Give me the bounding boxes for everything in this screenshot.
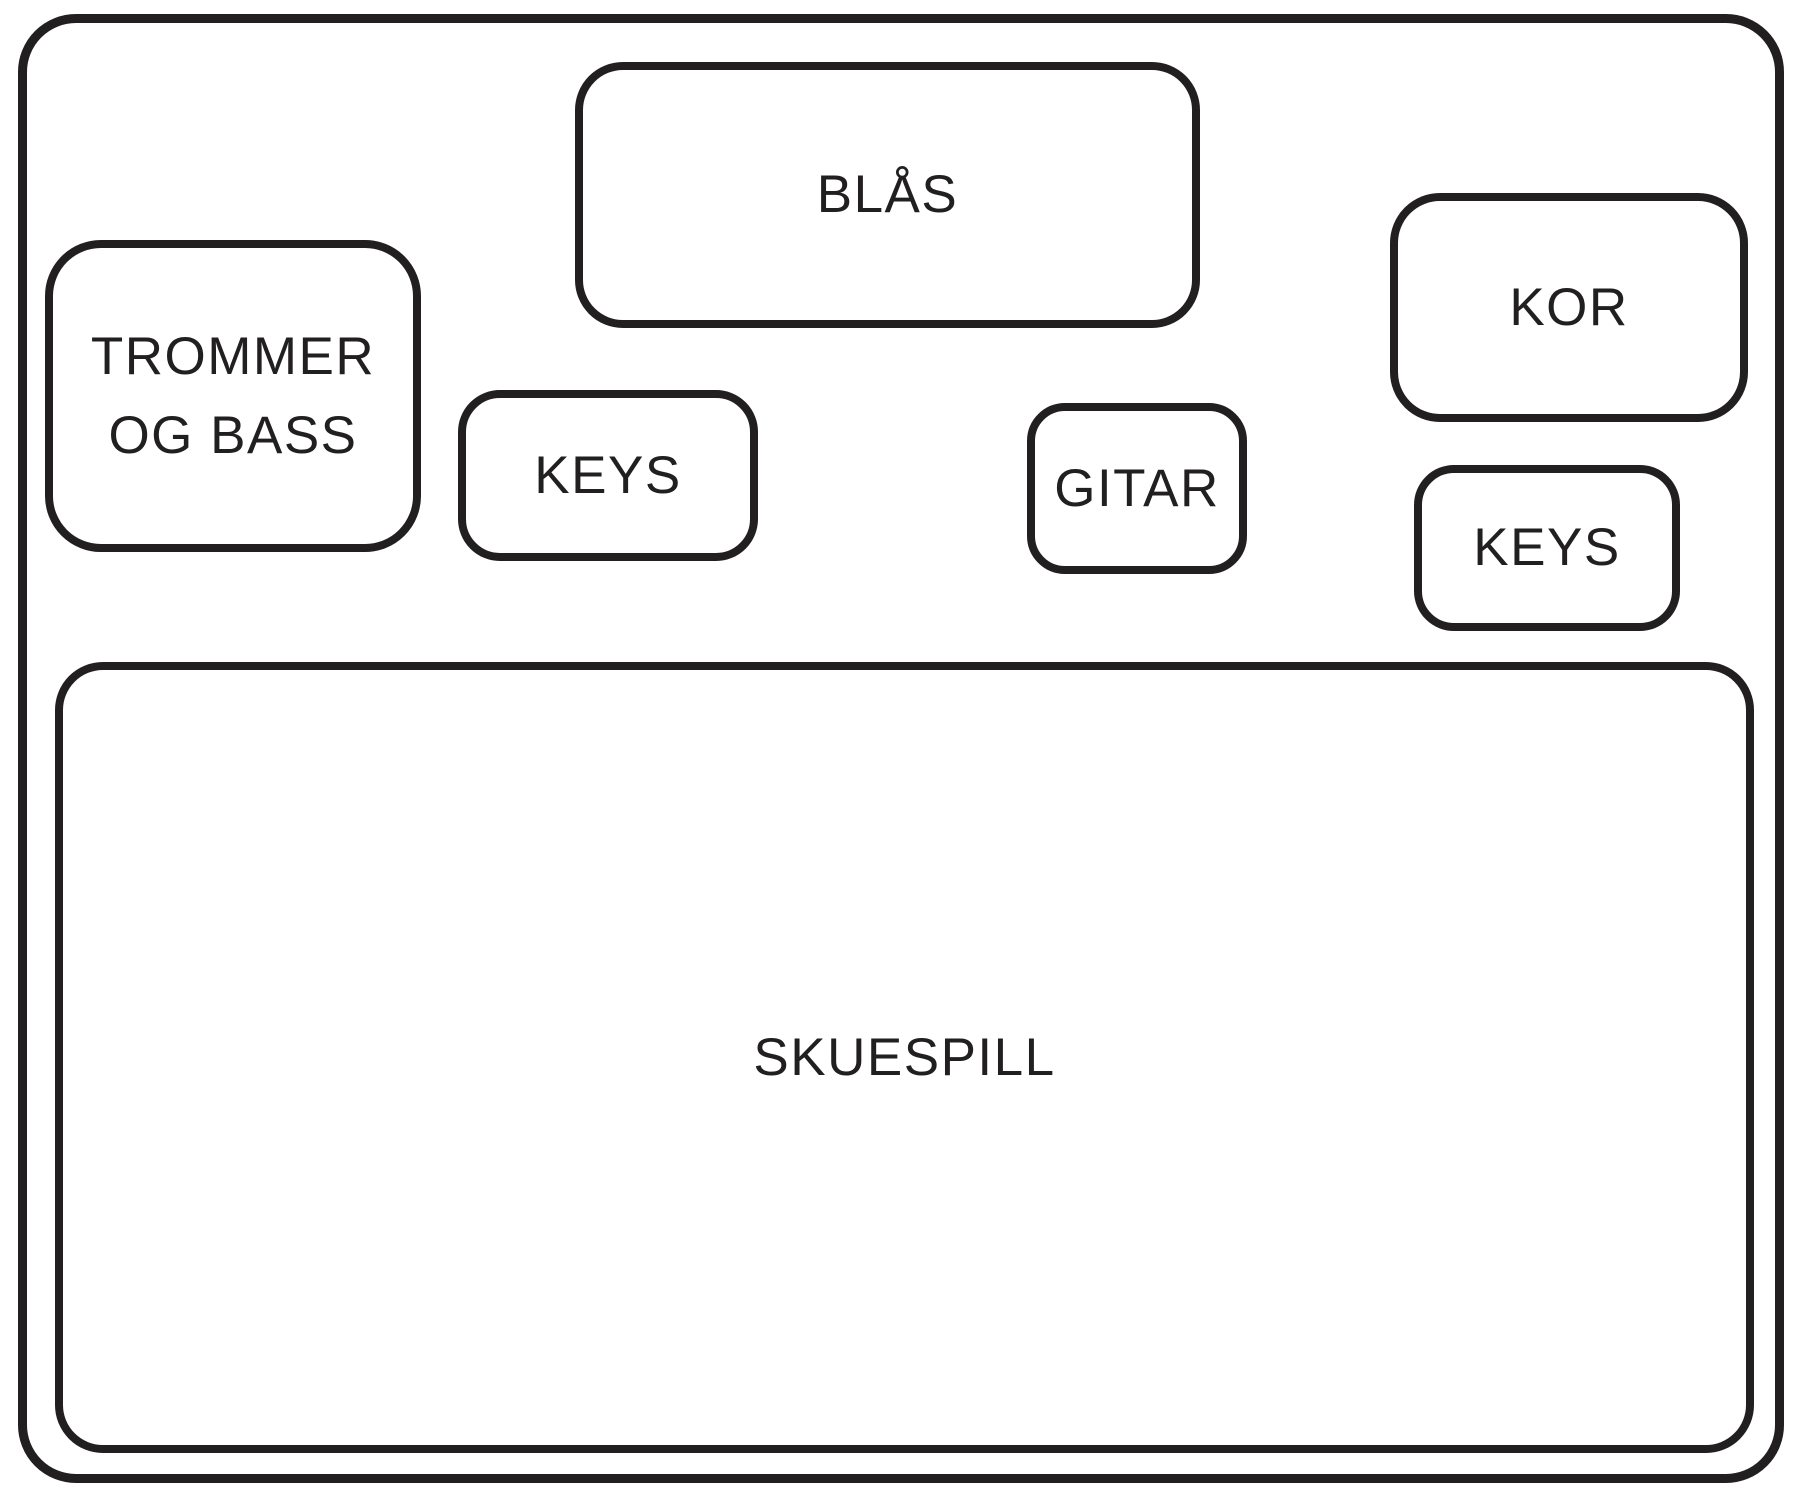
area-skuespill: SKUESPILL: [55, 662, 1754, 1453]
area-label-keys-left: KEYS: [534, 445, 682, 505]
area-label-keys-right: KEYS: [1473, 518, 1621, 578]
area-label-trommer-og-bass: TROMMER OG BASS: [90, 326, 376, 466]
area-trommer-og-bass: TROMMER OG BASS: [45, 240, 421, 552]
stage-outline: [18, 14, 1784, 1483]
area-kor: KOR: [1390, 193, 1748, 422]
area-gitar: GITAR: [1027, 403, 1247, 574]
area-blas: BLÅS: [575, 62, 1200, 328]
area-keys-right: KEYS: [1414, 465, 1680, 631]
area-label-skuespill: SKUESPILL: [753, 1027, 1056, 1087]
area-keys-left: KEYS: [458, 390, 758, 561]
area-label-gitar: GITAR: [1054, 458, 1220, 518]
area-label-blas: BLÅS: [816, 165, 959, 225]
area-label-kor: KOR: [1509, 277, 1629, 337]
